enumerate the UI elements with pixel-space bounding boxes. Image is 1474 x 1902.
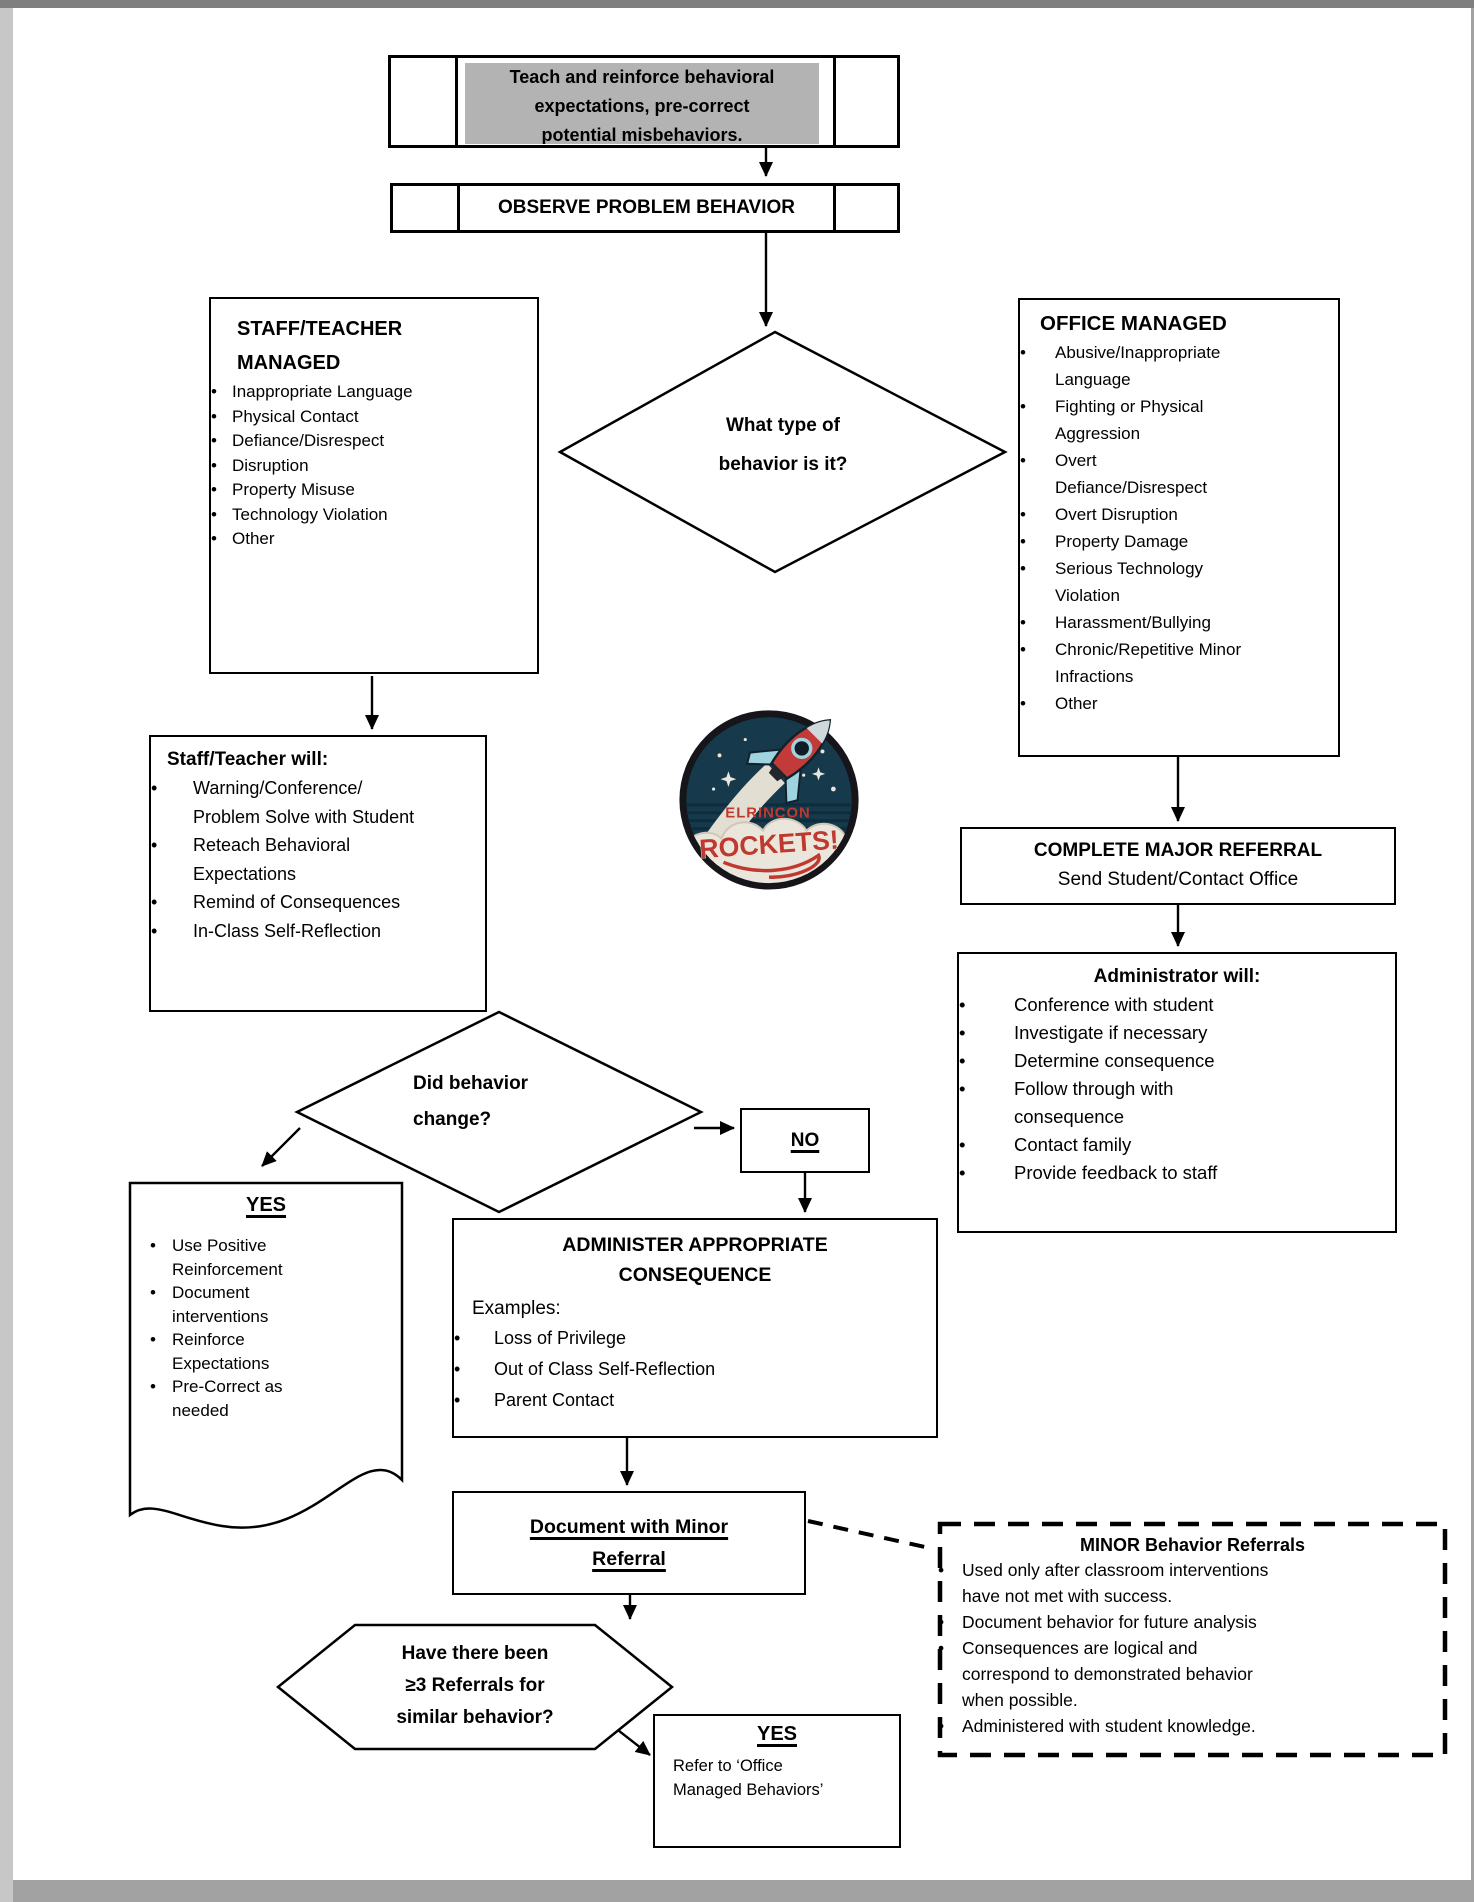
administrator-will-item: Provide feedback to staff	[959, 1159, 1395, 1187]
staff-managed-item: Other	[211, 527, 537, 552]
type-diamond-label: What type of behavior is it?	[718, 415, 848, 475]
scan-edge-left	[0, 8, 13, 1902]
yes-doc-item: Use Positive Reinforcement	[150, 1234, 375, 1281]
change-diamond-label: Did behavior change?	[413, 1073, 529, 1130]
staff-managed-item: Property Misuse	[211, 478, 537, 503]
minor-referrals-list: Used only after classroom interventions …	[938, 1557, 1447, 1739]
observe-behavior-box: OBSERVE PROBLEM BEHAVIOR	[390, 183, 900, 233]
administrator-will-item: Contact family	[959, 1131, 1395, 1159]
yes-refer-title: YES	[655, 1723, 899, 1746]
staff-managed-title: STAFF/TEACHER MANAGED	[237, 318, 403, 374]
yes-doc-title-text: YES	[245, 1194, 287, 1216]
office-managed-item: Harassment/Bullying	[1020, 609, 1338, 636]
administrator-will-item: Investigate if necessary	[959, 1019, 1395, 1047]
staff-managed-item: Defiance/Disrespect	[211, 429, 537, 454]
administer-consequence-title: ADMINISTER APPROPRIATE CONSEQUENCE	[562, 1234, 828, 1286]
el-rincon-rockets-logo: ELRINCON ROCKETS!	[679, 710, 859, 890]
office-managed-item: Overt Disruption	[1020, 501, 1338, 528]
yes-refer-body: Refer to ‘Office Managed Behaviors’	[673, 1757, 824, 1799]
badge-school-name: ELRINCON	[725, 806, 810, 822]
staff-managed-box: STAFF/TEACHER MANAGED Inappropriate Lang…	[209, 297, 539, 674]
administer-consequence-item: Parent Contact	[454, 1385, 936, 1416]
cell-divider	[455, 58, 458, 145]
minor-referrals-item: Used only after classroom interventions …	[938, 1557, 1447, 1609]
administrator-will-item: Determine consequence	[959, 1047, 1395, 1075]
office-managed-list: Abusive/Inappropriate Language Fighting …	[1020, 339, 1338, 717]
rocket-icon	[745, 719, 832, 805]
yes-doc-item: Pre-Correct as needed	[150, 1375, 375, 1422]
examples-label: Examples:	[472, 1298, 561, 1319]
office-managed-title: OFFICE MANAGED	[1040, 312, 1227, 335]
yes-refer-box: YES Refer to ‘Office Managed Behaviors’	[653, 1714, 901, 1848]
staff-managed-item: Physical Contact	[211, 405, 537, 430]
minor-referrals-item: Consequences are logical and correspond …	[938, 1635, 1447, 1713]
document-minor-referral-box: Document with Minor Referral	[452, 1491, 806, 1595]
staff-managed-item: Disruption	[211, 454, 537, 479]
administer-consequence-box: ADMINISTER APPROPRIATE CONSEQUENCE Examp…	[452, 1218, 938, 1438]
observe-behavior-label: OBSERVE PROBLEM BEHAVIOR	[497, 197, 795, 218]
badge-swoosh	[722, 852, 821, 879]
staff-will-item: Remind of Consequences	[151, 888, 485, 917]
yes-refer-title-text: YES	[756, 1723, 798, 1745]
staff-managed-item: Inappropriate Language	[211, 380, 537, 405]
staff-managed-item: Technology Violation	[211, 503, 537, 528]
badge-stars	[711, 737, 836, 792]
cell-divider	[833, 58, 836, 145]
referral-hexagon-label: Have there been ≥3 Referrals for similar…	[396, 1643, 554, 1728]
administrator-will-box: Administrator will: Conference with stud…	[957, 952, 1397, 1233]
yes-doc-list: Use Positive Reinforcement Document inte…	[150, 1234, 375, 1422]
office-managed-item: Abusive/Inappropriate Language	[1020, 339, 1338, 393]
office-managed-item: Fighting or Physical Aggression	[1020, 393, 1338, 447]
staff-managed-list: Inappropriate Language Physical Contact …	[211, 380, 537, 552]
yes-doc-item: Document interventions	[150, 1281, 375, 1328]
administrator-will-item: Conference with student	[959, 991, 1395, 1019]
administrator-will-title: Administrator will:	[1093, 966, 1261, 987]
office-managed-item: Other	[1020, 690, 1338, 717]
no-box: NO	[740, 1108, 870, 1173]
teach-reinforce-box: Teach and reinforce behavioral expectati…	[388, 55, 900, 148]
complete-referral-title: COMPLETE MAJOR REFERRAL	[1033, 840, 1323, 861]
office-managed-item: Overt Defiance/Disrespect	[1020, 447, 1338, 501]
staff-will-item: Reteach Behavioral Expectations	[151, 831, 485, 888]
document-minor-referral-label: Document with Minor Referral	[529, 1516, 729, 1570]
staff-will-list: Warning/Conference/ Problem Solve with S…	[151, 774, 485, 945]
minor-referrals-item: Document behavior for future analysis	[938, 1609, 1447, 1635]
scan-edge-top	[0, 0, 1474, 8]
office-managed-item: Chronic/Repetitive Minor Infractions	[1020, 636, 1338, 690]
yes-doc-item: Reinforce Expectations	[150, 1328, 375, 1375]
office-managed-box: OFFICE MANAGED Abusive/Inappropriate Lan…	[1018, 298, 1340, 757]
no-label: NO	[790, 1129, 820, 1151]
office-managed-item: Serious Technology Violation	[1020, 555, 1338, 609]
complete-referral-box: COMPLETE MAJOR REFERRAL Send Student/Con…	[960, 827, 1396, 905]
minor-referrals-title: MINOR Behavior Referrals	[1079, 1535, 1306, 1555]
teach-reinforce-text: Teach and reinforce behavioral expectati…	[465, 63, 819, 144]
minor-referrals-note: MINOR Behavior Referrals Used only after…	[938, 1522, 1447, 1757]
staff-will-title: Staff/Teacher will:	[167, 749, 329, 770]
administer-consequence-item: Out of Class Self-Reflection	[454, 1354, 936, 1385]
administer-consequence-item: Loss of Privilege	[454, 1323, 936, 1354]
administer-consequence-list: Loss of Privilege Out of Class Self-Refl…	[454, 1323, 936, 1416]
staff-will-item: In-Class Self-Reflection	[151, 917, 485, 946]
complete-referral-subtitle: Send Student/Contact Office	[1057, 869, 1299, 890]
administrator-will-list: Conference with student Investigate if n…	[959, 991, 1395, 1187]
administrator-will-item: Follow through with consequence	[959, 1075, 1395, 1131]
office-managed-item: Property Damage	[1020, 528, 1338, 555]
minor-referrals-item: Administered with student knowledge.	[938, 1713, 1447, 1739]
cell-divider	[833, 186, 836, 230]
cell-divider	[457, 186, 460, 230]
staff-will-item: Warning/Conference/ Problem Solve with S…	[151, 774, 485, 831]
staff-will-box: Staff/Teacher will: Warning/Conference/ …	[149, 735, 487, 1012]
yes-doc-title: YES	[130, 1194, 402, 1217]
